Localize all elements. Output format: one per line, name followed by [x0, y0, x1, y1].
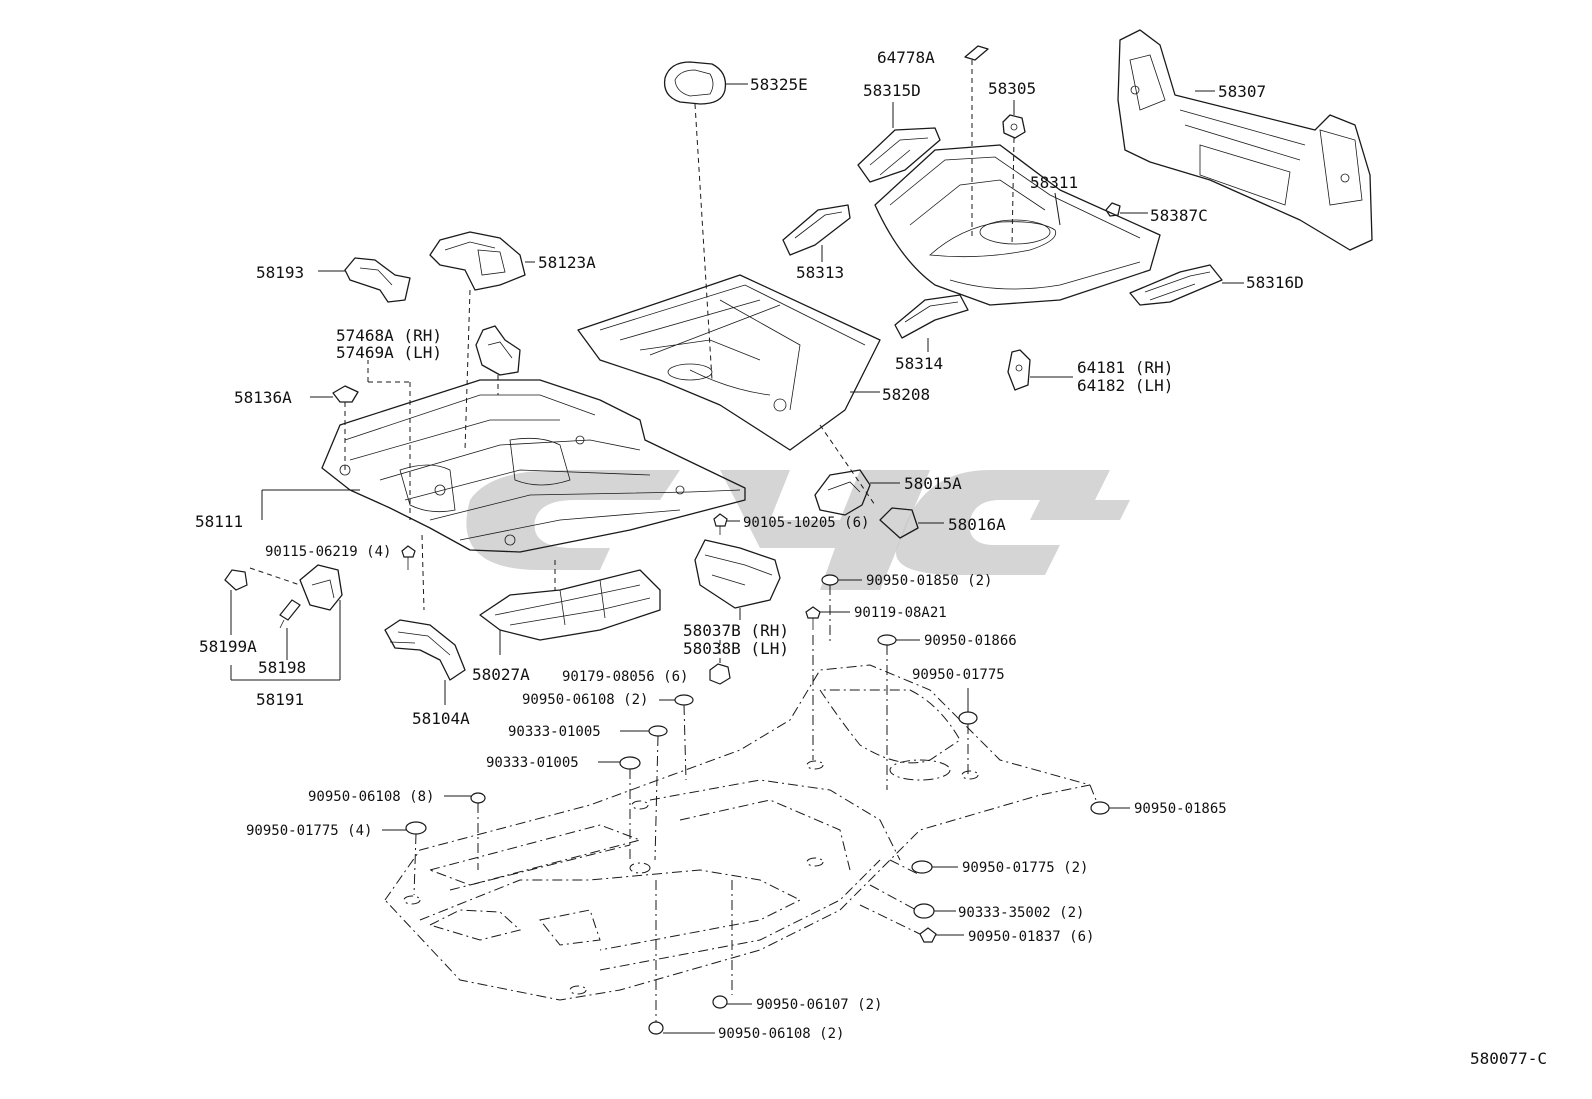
- label-90119: 90119-08A21: [854, 605, 947, 621]
- label-90950-06108-2b: 90950-06108 (2): [718, 1026, 844, 1042]
- label-90950-01865: 90950-01865: [1134, 801, 1227, 817]
- part-58015A-drawing: [814, 469, 900, 516]
- fastener-90950-01775-4-drawing: [382, 821, 427, 896]
- label-58111: 58111: [195, 512, 243, 531]
- part-58123A-drawing: [429, 231, 535, 451]
- fastener-90333-35002-drawing: [913, 903, 956, 919]
- part-58027A-drawing: [479, 560, 661, 655]
- label-90950-06108-8: 90950-06108 (8): [308, 789, 434, 805]
- label-64181: 64181 (RH): [1077, 358, 1173, 377]
- label-58136A: 58136A: [234, 388, 292, 407]
- label-90333-35002: 90333-35002 (2): [958, 905, 1084, 921]
- label-58315D: 58315D: [863, 81, 921, 100]
- label-58208: 58208: [882, 385, 930, 404]
- label-58387C: 58387C: [1150, 206, 1208, 225]
- label-58307: 58307: [1218, 82, 1266, 101]
- label-58314: 58314: [895, 354, 943, 373]
- part-58016A-drawing: [879, 507, 944, 539]
- fastener-90950-06108-2b-drawing: [648, 880, 715, 1035]
- part-58315D-drawing: [857, 102, 941, 183]
- label-90950-01775-2: 90950-01775 (2): [962, 860, 1088, 876]
- label-90950-01850: 90950-01850 (2): [866, 573, 992, 589]
- fastener-90105-drawing: [713, 513, 740, 535]
- fastener-90115-drawing: [401, 534, 425, 611]
- diagram-code: 580077-C: [1470, 1049, 1547, 1068]
- part-64181-drawing: [1007, 349, 1073, 391]
- part-58136A-drawing: [310, 360, 411, 520]
- label-58037B: 58037B (RH): [683, 621, 789, 640]
- part-57468A-drawing: [475, 325, 521, 395]
- part-58305-drawing: [1002, 100, 1026, 246]
- label-58199A: 58199A: [199, 637, 257, 656]
- fastener-90950-01850-drawing: [821, 574, 862, 645]
- label-64778A: 64778A: [877, 48, 935, 67]
- part-58313-drawing: [782, 204, 851, 262]
- label-58316D: 58316D: [1246, 273, 1304, 292]
- label-90950-01837: 90950-01837 (6): [968, 929, 1094, 945]
- fastener-90179-drawing: [709, 663, 731, 685]
- label-58015A: 58015A: [904, 474, 962, 493]
- label-58311: 58311: [1030, 173, 1078, 192]
- label-90950-06108-2a: 90950-06108 (2): [522, 692, 648, 708]
- fastener-90950-01775-2-drawing: [911, 860, 958, 874]
- label-58325E: 58325E: [750, 75, 808, 94]
- label-90115: 90115-06219 (4): [265, 544, 391, 560]
- watermark-logo: [466, 470, 1130, 590]
- label-90179: 90179-08056 (6): [562, 669, 688, 685]
- fastener-90333-01005-a-drawing: [620, 725, 668, 861]
- part-58111-drawing: [261, 379, 746, 553]
- part-58199A-drawing: [224, 564, 343, 681]
- part-58316D-drawing: [1129, 264, 1244, 306]
- part-58311-drawing: [874, 144, 1161, 306]
- part-64778A-drawing: [964, 45, 989, 240]
- part-58325E-drawing: [663, 61, 748, 381]
- label-58191: 58191: [256, 690, 304, 709]
- fastener-90950-06107-drawing: [712, 880, 752, 1009]
- label-57469A: 57469A (LH): [336, 343, 442, 362]
- part-58193-drawing: [318, 257, 411, 303]
- label-58104A: 58104A: [412, 709, 470, 728]
- label-64182: 64182 (LH): [1077, 376, 1173, 395]
- fastener-90950-01775-a-drawing: [958, 688, 978, 775]
- label-90950-01775-4: 90950-01775 (4): [246, 823, 372, 839]
- part-58314-drawing: [894, 294, 969, 352]
- lower-floor-assembly-drawing: [384, 664, 1101, 1001]
- fastener-90119-drawing: [805, 606, 850, 760]
- label-58123A: 58123A: [538, 253, 596, 272]
- fastener-90950-01866-drawing: [877, 634, 920, 790]
- fastener-90950-06108-8-drawing: [444, 792, 486, 870]
- label-58038B: 58038B (LH): [683, 639, 789, 658]
- label-58193: 58193: [256, 263, 304, 282]
- part-58307-drawing: [1117, 29, 1373, 251]
- label-58305: 58305: [988, 79, 1036, 98]
- label-90950-06107: 90950-06107 (2): [756, 997, 882, 1013]
- fastener-90950-01837-drawing: [919, 927, 964, 943]
- label-90333-01005-b: 90333-01005: [486, 755, 579, 771]
- label-90105: 90105-10205 (6): [743, 515, 869, 531]
- label-58313: 58313: [796, 263, 844, 282]
- part-58037B-drawing: [694, 539, 781, 665]
- label-90950-01866: 90950-01866: [924, 633, 1017, 649]
- fastener-90950-01865-drawing: [1090, 801, 1130, 815]
- label-90333-01005-a: 90333-01005: [508, 724, 601, 740]
- fastener-90333-01005-b-drawing: [598, 756, 641, 860]
- label-57468A: 57468A (RH): [336, 326, 442, 345]
- label-58016A: 58016A: [948, 515, 1006, 534]
- label-90950-01775-a: 90950-01775: [912, 667, 1005, 683]
- fastener-90950-06108-2a-drawing: [659, 694, 694, 781]
- part-58208-drawing: [577, 274, 881, 506]
- part-58387C-drawing: [1105, 202, 1148, 217]
- part-labels: 64778A 58325E 58315D 58305 58307 58311 5…: [195, 48, 1304, 1042]
- label-58198: 58198: [258, 658, 306, 677]
- label-58027A: 58027A: [472, 665, 530, 684]
- part-58104A-drawing: [384, 619, 466, 705]
